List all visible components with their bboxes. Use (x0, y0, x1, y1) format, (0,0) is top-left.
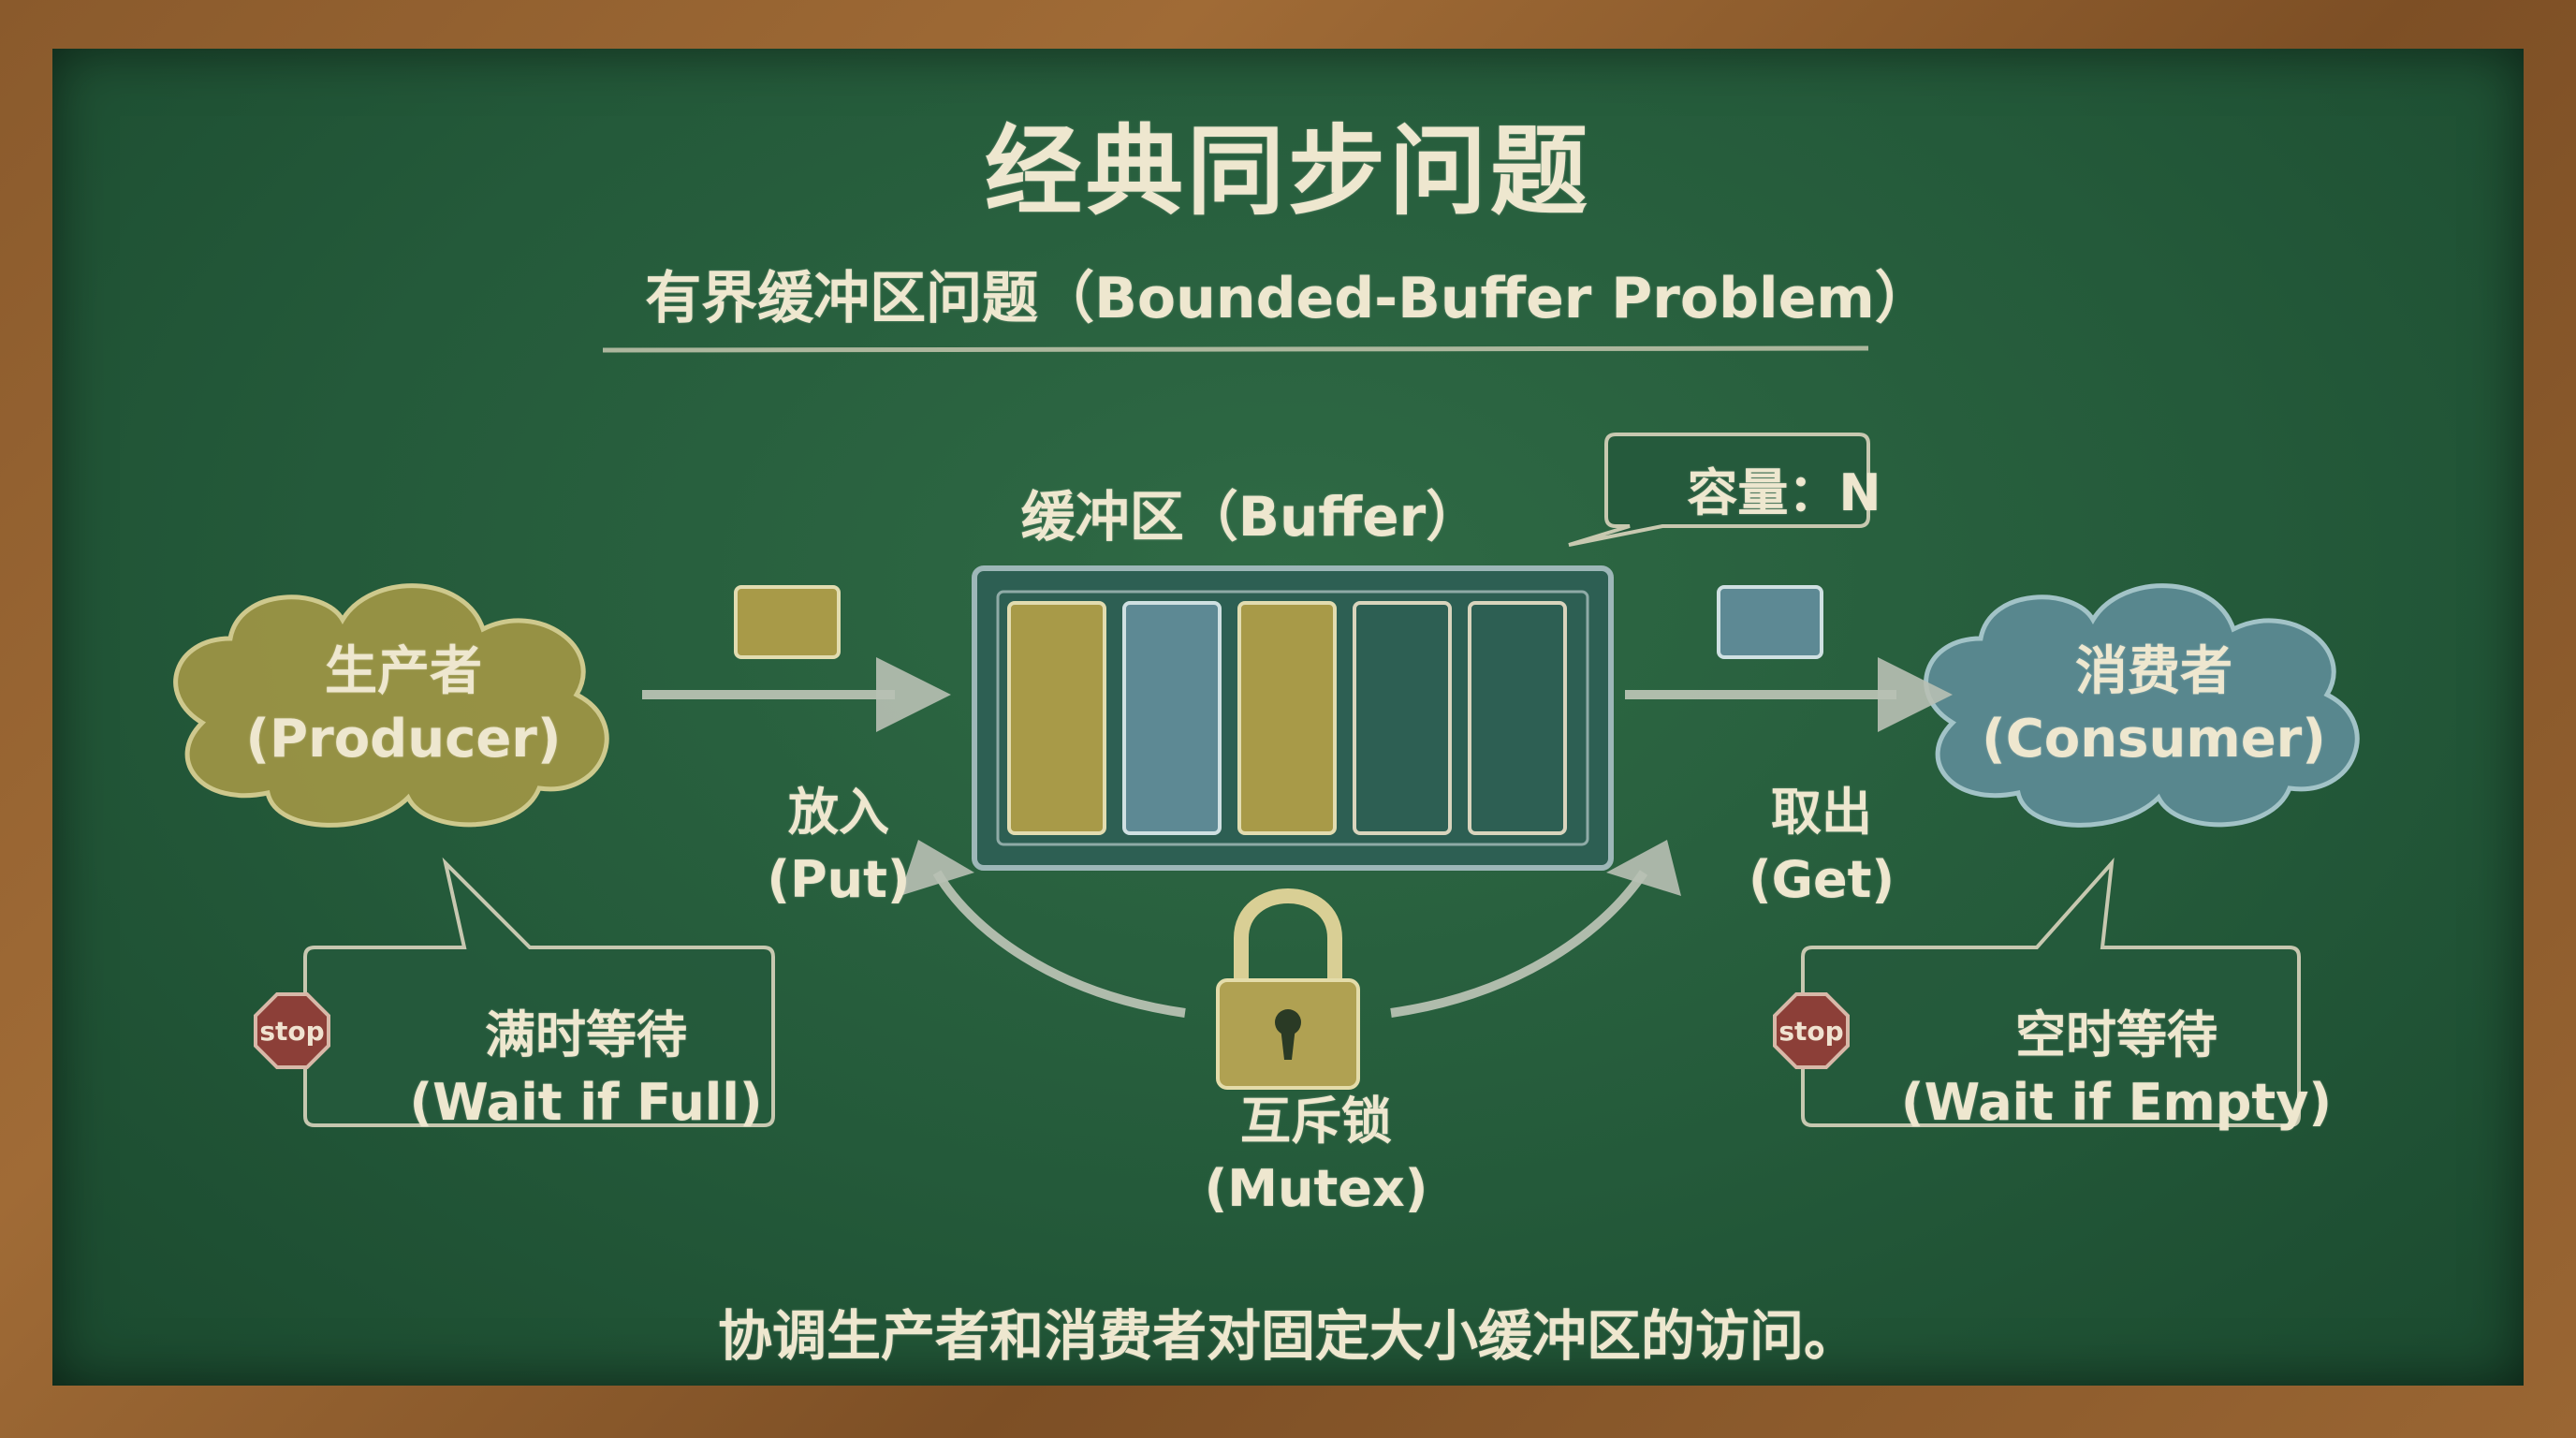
buffer-label: 缓冲区（Buffer） (1020, 485, 1481, 549)
consumer-name: 消费者 (2075, 641, 2232, 702)
curved-arrow-icon (900, 840, 1186, 1018)
wait-full-label: 满时等待 (Wait if Full) (352, 1002, 820, 1137)
consumer-cloud (1924, 583, 2360, 828)
consumer-name-en: (Consumer) (1982, 709, 2326, 770)
get-label: 取出 (Get) (1681, 779, 1962, 914)
wait-full-en: (Wait if Full) (409, 1073, 763, 1132)
get-label-zh: 取出 (1771, 783, 1872, 842)
subtitle: 有界缓冲区问题（Bounded-Buffer Problem） (645, 266, 1931, 331)
stop-sign-icon: stop (1773, 992, 1850, 1069)
subtitle-underline (602, 345, 1869, 353)
get-label-en: (Get) (1748, 850, 1895, 909)
wait-empty-label: 空时等待 (Wait if Empty) (1836, 1002, 2397, 1137)
buffer-slot-4 (1353, 601, 1452, 835)
item-put (734, 585, 841, 659)
padlock-icon (1216, 888, 1360, 1090)
mutex-label-zh: 互斥锁 (1240, 1092, 1392, 1151)
wait-empty-callout (1801, 857, 2301, 1127)
arrow-right-icon (642, 657, 951, 732)
buffer-slot-1 (1007, 601, 1106, 835)
mutex-label-en: (Mutex) (1204, 1159, 1428, 1218)
buffer-slot-5 (1468, 601, 1567, 835)
capacity-callout (1568, 433, 1870, 547)
producer-label: 生产者 (Producer) (193, 638, 614, 773)
wait-empty-en: (Wait if Empty) (1900, 1073, 2333, 1132)
producer-name: 生产者 (325, 641, 482, 702)
curved-arrow-icon (1390, 840, 1681, 1018)
put-label: 放入 (Put) (698, 779, 979, 914)
put-label-en: (Put) (767, 850, 911, 909)
producer-name-en: (Producer) (245, 709, 562, 770)
stop-sign-text: stop (259, 1016, 324, 1047)
consumer-label: 消费者 (Consumer) (1943, 638, 2364, 773)
arrow-right-icon (1625, 657, 1953, 732)
buffer-slot-3 (1237, 601, 1337, 835)
footer-caption: 协调生产者和消费者对固定大小缓冲区的访问。 (717, 1304, 1858, 1368)
capacity-label: 容量：N (1687, 463, 1881, 522)
wait-empty-zh: 空时等待 (2015, 1005, 2217, 1064)
diagram-graphics: stop stop (173, 345, 2360, 1127)
buffer-slot-2 (1122, 601, 1222, 835)
item-get (1717, 585, 1823, 659)
stop-sign-icon: stop (254, 992, 330, 1069)
page-title: 经典同步问题 (984, 114, 1591, 228)
put-label-zh: 放入 (788, 783, 889, 842)
mutex-label: 互斥锁 (Mutex) (1082, 1088, 1550, 1223)
wait-full-callout (303, 857, 775, 1127)
wait-full-zh: 满时等待 (485, 1005, 687, 1064)
producer-cloud (173, 583, 609, 828)
stop-sign-text: stop (1778, 1016, 1843, 1047)
chalkboard: stop stop 经典同步问题 有界缓冲区问题（Bounded-Buffer … (52, 49, 2524, 1386)
